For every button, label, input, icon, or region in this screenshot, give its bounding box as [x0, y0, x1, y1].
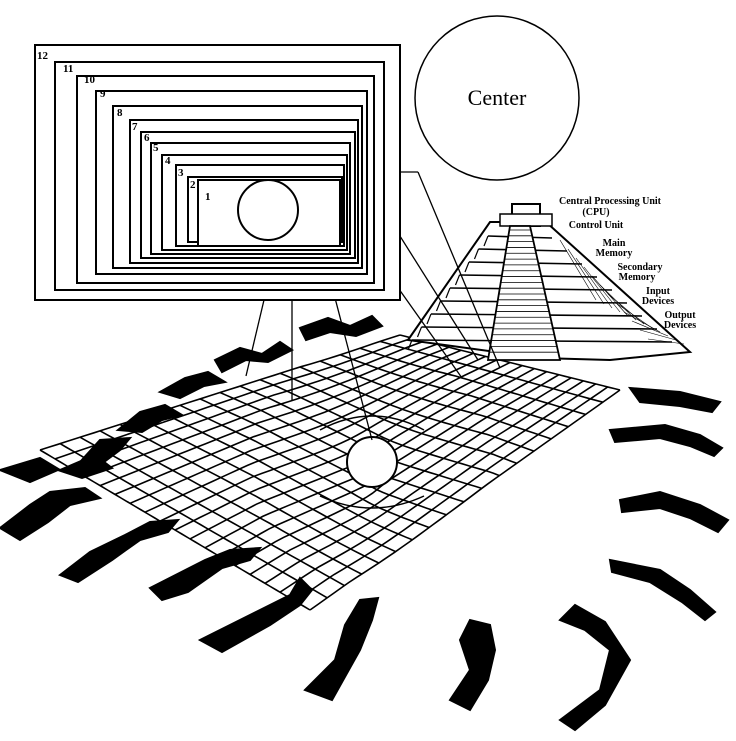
level-number-7: 7: [132, 121, 138, 133]
pyramid-shade: [647, 338, 685, 345]
web-line: [294, 386, 609, 602]
label-output-devices: Devices: [664, 320, 696, 331]
pyramid-step-edge: [464, 261, 470, 273]
label-main-memory: Memory: [596, 248, 633, 259]
spider-leg-6: [303, 596, 380, 702]
web-dip-line-lower: [319, 495, 425, 509]
label-secondary-memory: Memory: [619, 272, 656, 283]
center-circle: [414, 15, 580, 181]
label-input: Input: [646, 286, 671, 297]
label-input-devices: Devices: [642, 296, 674, 307]
label-secondary: Secondary: [618, 262, 663, 273]
pyramid-shade: [639, 329, 677, 341]
core-circle: [237, 179, 299, 241]
pyramid-shade: [575, 257, 613, 309]
level-number-3: 3: [178, 167, 184, 179]
pyramid-shade: [631, 320, 669, 337]
level-number-11: 11: [63, 63, 73, 75]
grid-web: [39, 334, 621, 611]
web-line: [219, 391, 465, 503]
pyramid: [406, 203, 693, 362]
pyramid-labels: Central Processing Unit (CPU) Control Un…: [559, 196, 696, 331]
web-center-ball: [346, 436, 398, 488]
web-line: [264, 380, 584, 584]
level-number-6: 6: [144, 132, 150, 144]
level-number-4: 4: [165, 155, 171, 167]
level-number-8: 8: [117, 107, 123, 119]
label-main: Main: [603, 238, 626, 249]
level-number-10: 10: [84, 74, 96, 86]
spider-leg-14: [298, 314, 384, 342]
web-line: [379, 340, 604, 403]
level-number-2: 2: [190, 179, 196, 191]
label-output: Output: [664, 310, 696, 321]
spider-leg-11: [608, 423, 724, 458]
web-dip-line: [319, 415, 425, 431]
web-line: [359, 347, 586, 416]
spider-leg-12: [627, 386, 722, 414]
web-line: [119, 423, 380, 564]
spider-legs: [0, 314, 730, 732]
pyramid-step-edge: [454, 274, 461, 286]
spider-leg-2: [0, 486, 103, 542]
pyramid-shade: [559, 239, 597, 301]
spider-leg-10: [618, 490, 730, 534]
pyramid-step-edge: [426, 313, 432, 325]
label-cpu-abbr: (CPU): [582, 207, 609, 218]
center-label: Center: [468, 85, 527, 110]
spider-leg-7: [448, 618, 497, 712]
web-line: [309, 389, 621, 611]
label-control-unit: Control Unit: [569, 220, 624, 231]
pyramid-shade: [615, 302, 653, 329]
pyramid-shade: [623, 311, 661, 333]
label-cpu: Central Processing Unit: [559, 196, 662, 207]
pyramid-step-edge: [407, 339, 413, 351]
level-number-5: 5: [153, 142, 159, 154]
pyramid-temple-base: [499, 213, 553, 227]
web-line: [114, 349, 462, 496]
web-line: [279, 383, 597, 593]
spider-leg-16: [157, 370, 228, 400]
spider-leg-15: [115, 403, 185, 434]
pyramid-step-edge: [445, 287, 451, 299]
pyramid-shade: [607, 293, 645, 325]
level-number-12: 12: [37, 50, 49, 62]
web-line: [249, 377, 572, 576]
pyramid-step-edge: [435, 300, 442, 312]
spider-leg-5: [197, 576, 314, 654]
pyramid-stairway: [486, 225, 562, 361]
spider-leg-9: [608, 558, 717, 622]
level-number-9: 9: [100, 88, 106, 100]
pyramid-step-edge: [473, 248, 480, 260]
pyramid-step-edge: [483, 235, 489, 247]
pyramid-shade: [583, 266, 621, 313]
nested-levels-box: [34, 44, 401, 301]
spider-leg-4: [148, 546, 263, 602]
spider-leg-3: [57, 518, 181, 584]
spider-leg-8: [558, 603, 632, 732]
level-number-1: 1: [205, 191, 211, 203]
pyramid-step-edge: [416, 326, 423, 338]
pyramid-shade: [567, 248, 605, 305]
